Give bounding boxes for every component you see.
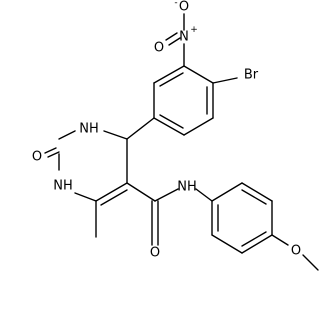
bond-c4-nh-upper [103, 130, 128, 140]
bond-aryl2-d [241, 234, 273, 254]
bond-c2-o-b [47, 151, 60, 158]
bond-c6-c5 [95, 182, 128, 202]
bond-c6-c5-inner [100, 189, 128, 206]
bond-aryl2-d-inner [241, 231, 267, 247]
atom-label-nitro-o-top: O [179, 0, 189, 15]
atom-label-nitro-o-left: O [154, 41, 164, 56]
atom-label-bromine: Br [244, 68, 259, 83]
bond-amide-n-aryl [195, 188, 213, 202]
bond-aryl1-f [153, 65, 185, 84]
bond-nitro-n-o-left-b [168, 37, 181, 46]
atom-label-nh-lower: NH [53, 179, 73, 194]
atom-label-amide-o: O [150, 246, 160, 261]
bond-amide-c-n [154, 188, 179, 202]
bond-aryl-c4 [126, 117, 155, 140]
bond-aryl1-d [153, 117, 185, 136]
charge-plus: + [190, 25, 198, 35]
bond-aryl1-br [212, 77, 238, 84]
bond-c5-amide-c [126, 182, 156, 202]
bond-c2-o-a [44, 147, 57, 154]
bond-aryl2-a [211, 182, 243, 202]
bond-aryl2-o [271, 234, 289, 246]
bond-aryl1-c [183, 117, 214, 136]
atom-label-nitro-n: N [179, 30, 189, 45]
charge-minus: - [174, 0, 177, 8]
atom-label-amide-nh: NH [177, 180, 197, 195]
bond-aryl2-b [241, 182, 273, 202]
bond-aryl2-e [211, 234, 243, 254]
atom-label-nh-upper: NH [79, 122, 99, 137]
bond-nh-upper-c2 [58, 130, 76, 140]
atom-label-carbonyl-o: O [32, 150, 42, 165]
bond-o-methyl [302, 254, 319, 271]
bond-nh-lower-c6 [74, 192, 97, 202]
bond-aryl1-a [183, 65, 214, 84]
bond-aryl1-d-inner [159, 114, 184, 129]
atom-label-methoxy-o: O [291, 244, 301, 259]
bond-aryl1-f-inner [159, 72, 184, 87]
bond-aryl2-b-inner [241, 189, 267, 205]
atom-labels: O - N + O Br NH O NH NH O O [32, 0, 301, 261]
bonds [44, 13, 319, 271]
bond-nitro-n-o-left-a [165, 32, 178, 41]
